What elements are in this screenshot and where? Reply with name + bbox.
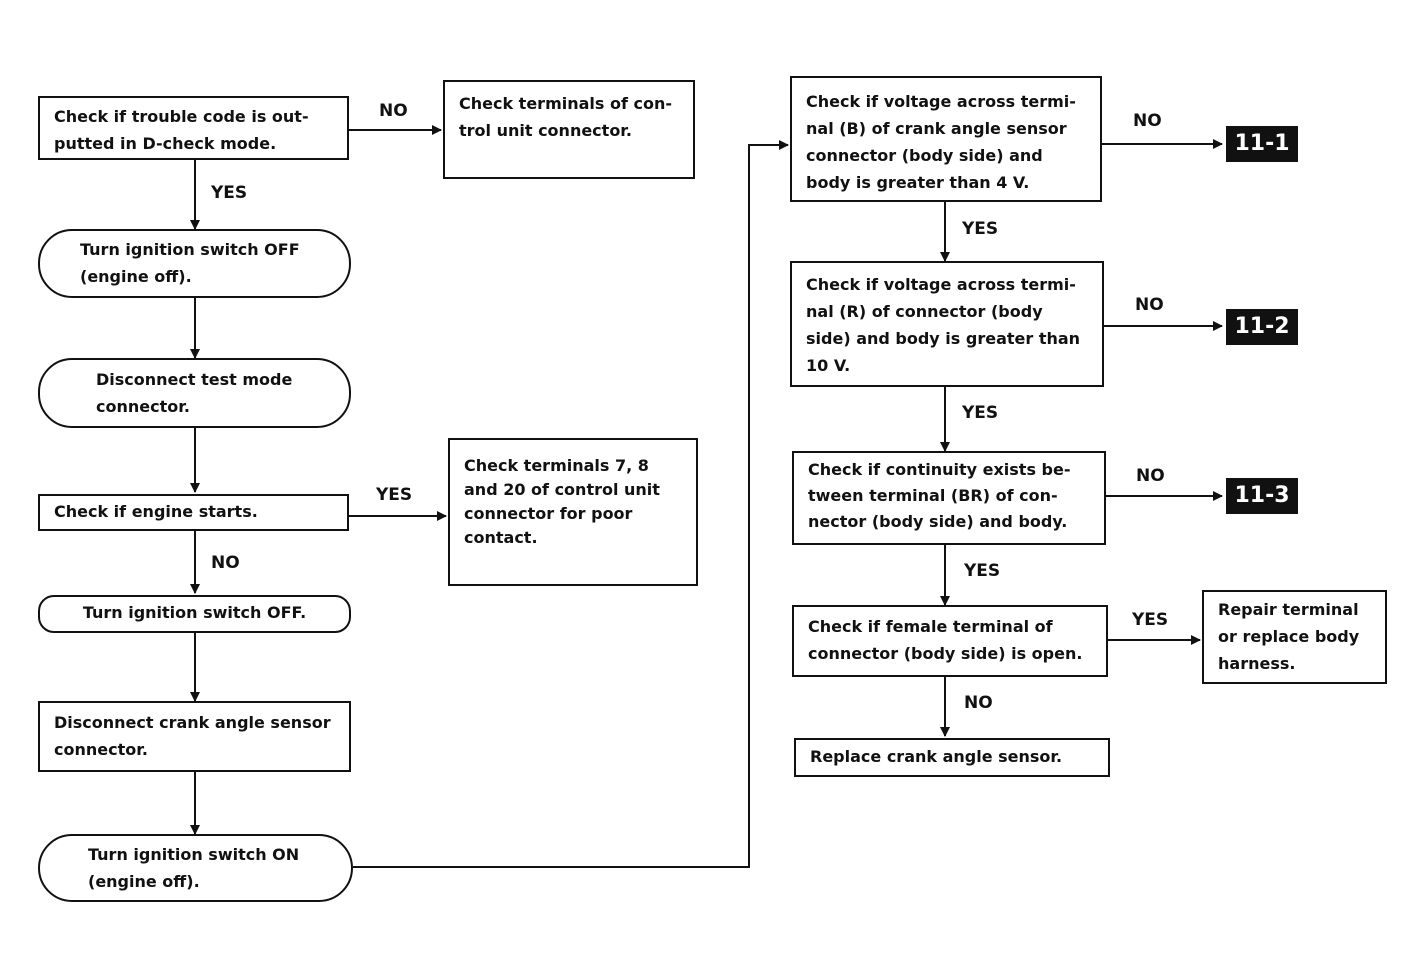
label-no-voltage-r: NO [1135,295,1164,315]
arrow-on-to-voltage-b [353,140,789,868]
node-disconnect-crank-sensor: Disconnect crank angle sensor connector. [38,701,351,772]
node-check-female-terminal: Check if female terminal of connector (b… [792,605,1108,677]
label-yes-voltage-b: YES [962,219,999,239]
node-check-engine-starts: Check if engine starts. [38,494,349,531]
node-check-terminals-7-8-20: Check terminals 7, 8 and 20 of control u… [448,438,698,586]
ref-11-3: 11-3 [1226,478,1298,514]
label-no-voltage-b: NO [1133,111,1162,131]
node-check-voltage-b: Check if voltage across termi- nal (B) o… [790,76,1102,202]
node-turn-ignition-on: Turn ignition switch ON (engine off). [38,834,353,902]
node-check-terminals-control-unit: Check terminals of con- trol unit connec… [443,80,695,179]
node-check-trouble-code: Check if trouble code is out- putted in … [38,96,349,160]
node-repair-terminal: Repair terminal or replace body harness. [1202,590,1387,684]
label-yes-female: YES [1132,610,1169,630]
node-check-continuity-br: Check if continuity exists be- tween ter… [792,451,1106,545]
label-no-engine-starts: NO [211,553,240,573]
node-replace-crank-sensor: Replace crank angle sensor. [794,738,1110,777]
label-yes-voltage-r: YES [962,403,999,423]
label-yes-trouble-code: YES [211,183,248,203]
label-yes-engine-starts: YES [376,485,413,505]
label-no-continuity: NO [1136,466,1165,486]
node-disconnect-test-mode: Disconnect test mode connector. [38,358,351,428]
label-no-female: NO [964,693,993,713]
label-yes-continuity: YES [964,561,1001,581]
ref-11-2: 11-2 [1226,309,1298,345]
ref-11-1: 11-1 [1226,126,1298,162]
node-check-voltage-r: Check if voltage across termi- nal (R) o… [790,261,1104,387]
node-turn-ignition-off-engine-off: Turn ignition switch OFF (engine off). [38,229,351,298]
label-no-trouble-code: NO [379,101,408,121]
node-turn-ignition-off: Turn ignition switch OFF. [38,595,351,633]
